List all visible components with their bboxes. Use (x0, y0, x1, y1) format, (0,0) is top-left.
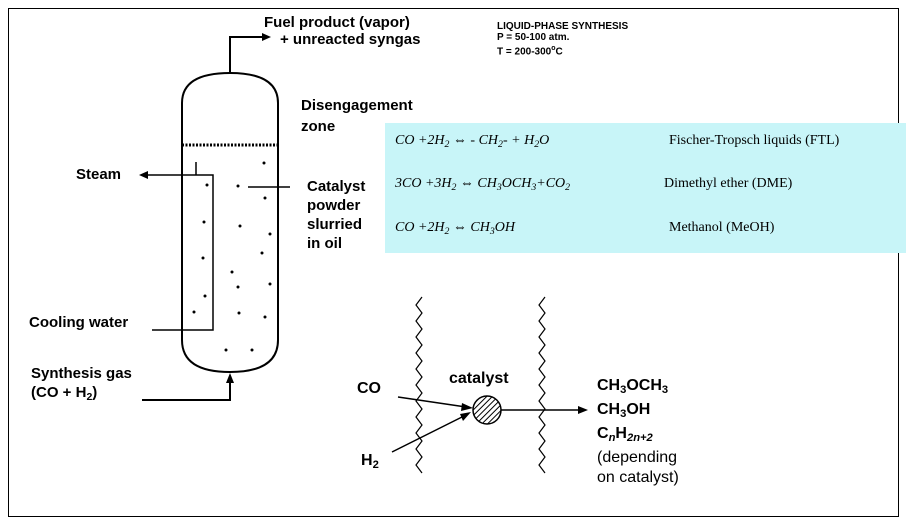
product-arrowhead-2 (578, 406, 588, 414)
equation-panel (385, 123, 906, 253)
catalyst-particle (472, 395, 502, 425)
equation-dme-name: Dimethyl ether (DME) (664, 176, 793, 191)
equation-ftl-name: Fischer-Tropsch liquids (FTL) (669, 133, 840, 148)
product-arrowhead (262, 33, 271, 41)
conditions-block: LIQUID-PHASE SYNTHESIS P = 50-100 atm. T… (497, 21, 628, 57)
fuel-product-label: Fuel product (vapor) + unreacted syngas (264, 14, 421, 48)
co-arrowhead (461, 403, 473, 411)
reactor-vessel (181, 71, 279, 374)
cooling-water-label: Cooling water (29, 314, 129, 331)
product-dme: CH3OCH3 (597, 377, 669, 396)
catalyst-particles (192, 161, 272, 352)
disengagement-label: Disengagement zone (301, 97, 413, 135)
equation-ftl: CO +2H2 ⇔ - CH2- + H2O (395, 133, 550, 150)
steam-label: Steam (76, 166, 122, 183)
steam-arrowhead (139, 171, 148, 179)
products-list: CH3OCH3 CH3OH CnH2n+2 (depending on cata… (597, 376, 679, 488)
conditions-title: LIQUID-PHASE SYNTHESIS (497, 21, 629, 32)
phase-boundary-right (538, 296, 546, 474)
h2-arrow (391, 415, 465, 453)
h2-arrowhead (460, 412, 471, 421)
mechanism-catalyst-label: catalyst (449, 370, 509, 387)
product-meoh: CH3OH (597, 401, 651, 420)
equation-meoh-name: Methanol (MeOH) (669, 220, 775, 235)
co-arrow (397, 396, 467, 408)
h2-label: H2 (361, 452, 379, 471)
product-outlet-pipe (229, 36, 262, 73)
conditions-temperature: T = 200-300oC (497, 45, 563, 58)
product-note-1: (depending (597, 449, 678, 466)
synthesis-gas-label: Synthesis gas (CO + H2) (31, 365, 132, 403)
equation-meoh: CO +2H2 ⇔ CH3OH (395, 220, 516, 237)
syngas-inlet-pipe (142, 382, 231, 401)
syngas-arrowhead (226, 373, 234, 383)
cooling-coil (182, 162, 214, 331)
equation-dme: 3CO +3H2 ⇔ CH3OCH3+CO2 (395, 176, 571, 193)
diagram-frame (8, 8, 899, 517)
conditions-pressure: P = 50-100 atm. (497, 32, 570, 43)
catalyst-label: Catalyst powder slurried in oil (307, 178, 366, 252)
phase-boundary-left (415, 296, 423, 474)
product-alkane: CnH2n+2 (597, 425, 653, 444)
co-label: CO (357, 380, 381, 397)
product-note-2: on catalyst) (597, 469, 679, 486)
